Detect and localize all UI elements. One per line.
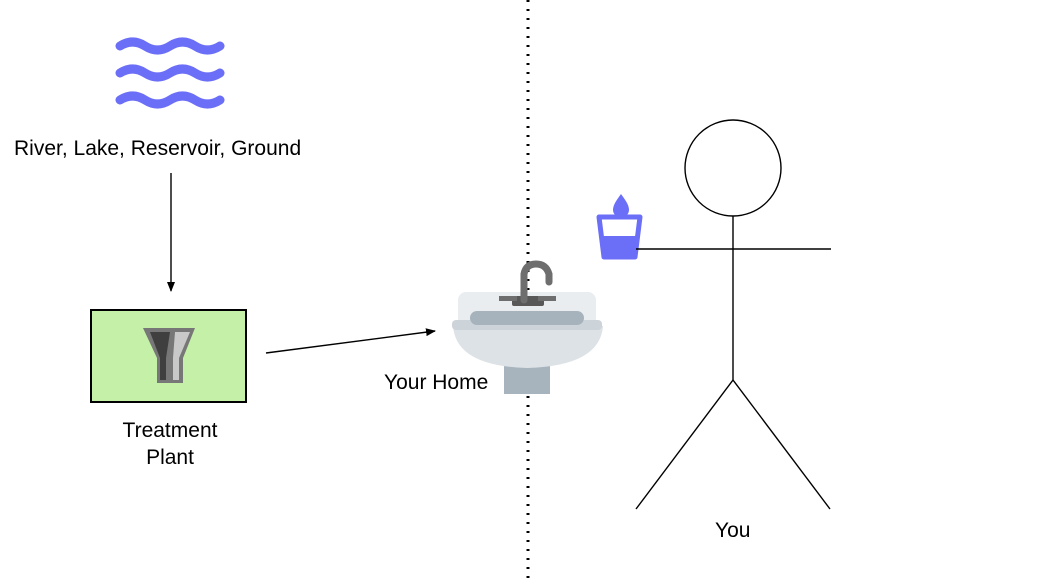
treatment-plant-box [90,309,247,403]
sink-icon [452,260,603,394]
stick-figure [635,119,831,510]
you-label: You [715,519,751,542]
arrow-plant-to-home [265,328,436,354]
treatment-plant-label-line1: Treatment [122,419,218,442]
source-label: River, Lake, Reservoir, Ground [14,137,302,160]
treatment-plant-label: Treatment Plant [110,417,230,471]
treatment-plant-label-line2: Plant [146,446,194,469]
water-waves-icon [115,37,225,109]
home-label: Your Home [384,369,489,396]
water-glass-icon [596,194,643,260]
